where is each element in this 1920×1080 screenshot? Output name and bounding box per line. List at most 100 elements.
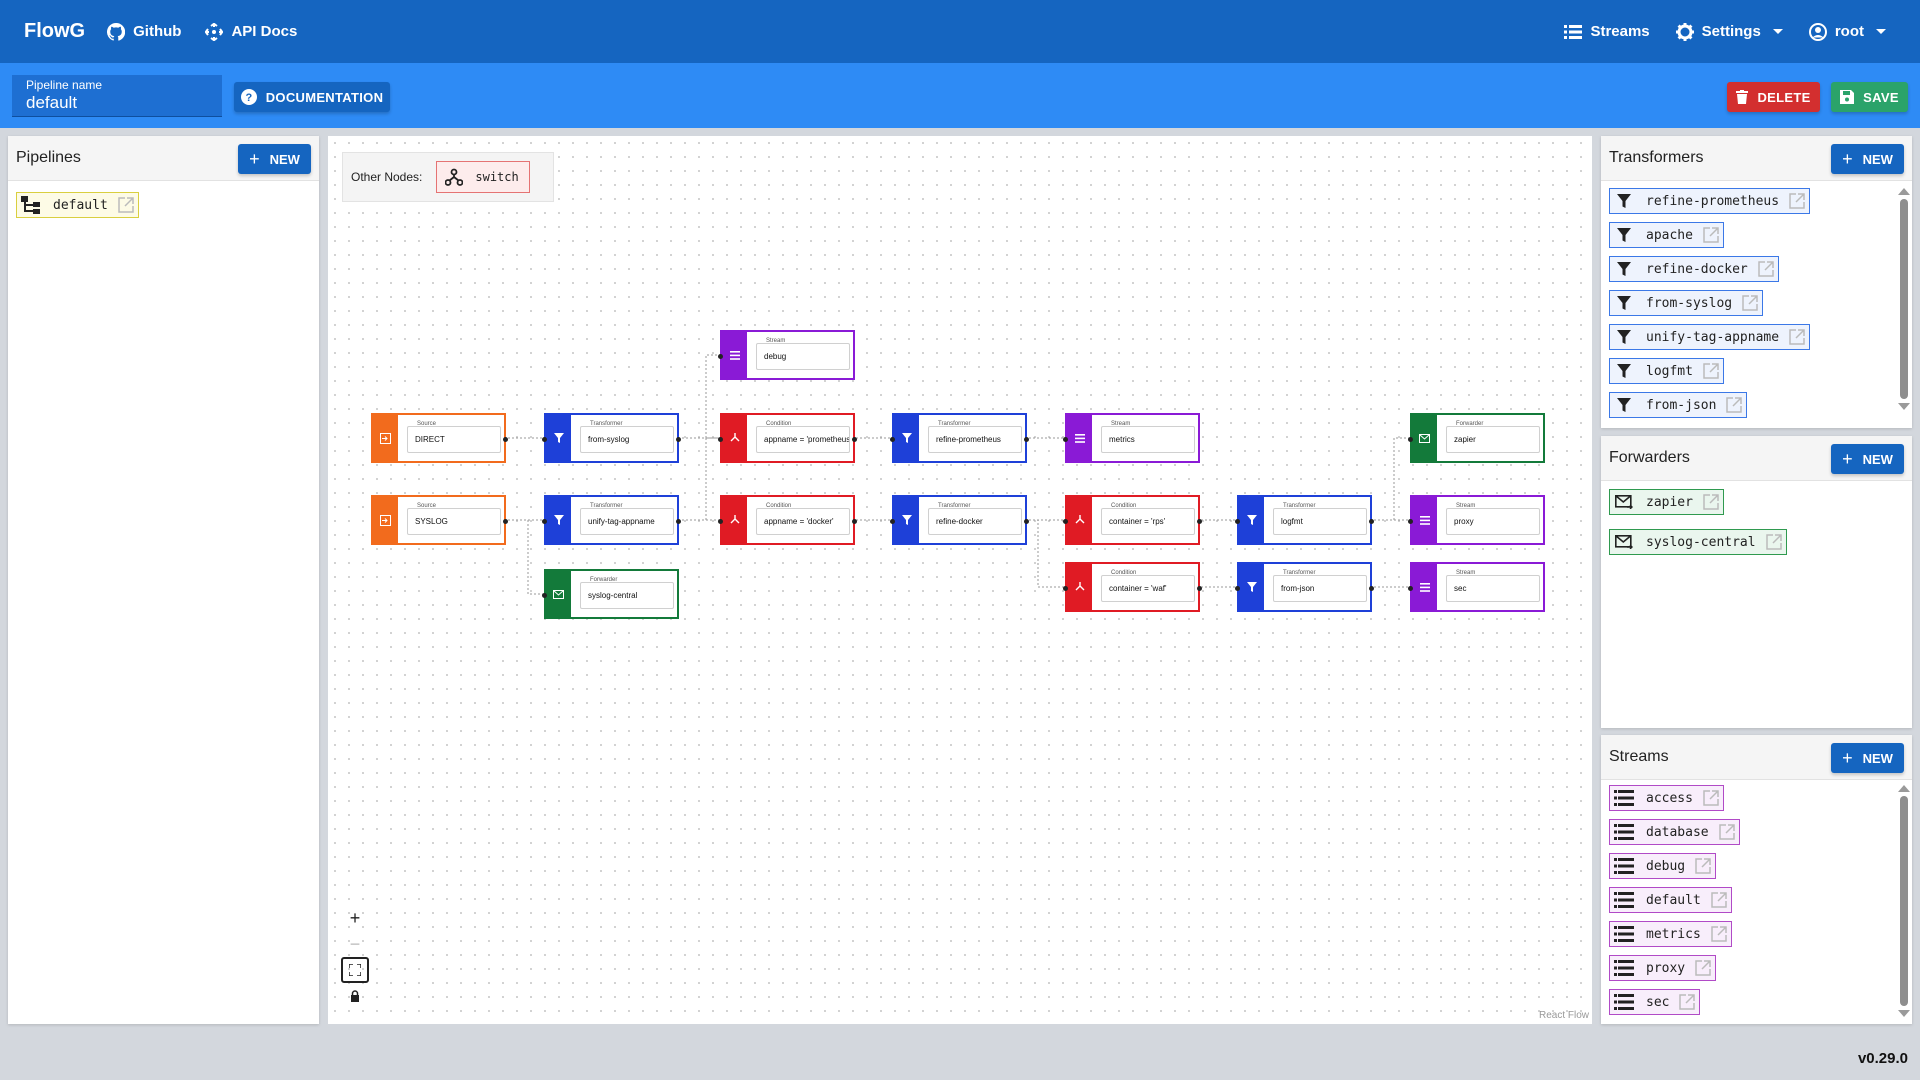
transformer-item[interactable]: from-json [1609, 392, 1748, 418]
flow-node[interactable]: Transformer from-json [1235, 562, 1374, 612]
flow-node[interactable]: Forwarder syslog-central [542, 569, 679, 619]
pipeline-name-field[interactable]: Pipeline name default [12, 75, 222, 117]
node-output-handle[interactable] [852, 437, 857, 442]
open-external-icon[interactable] [1726, 397, 1743, 413]
stream-item[interactable]: database [1609, 819, 1740, 845]
delete-button[interactable]: DELETE [1727, 82, 1820, 112]
github-link[interactable]: Github [107, 22, 181, 41]
open-external-icon[interactable] [1695, 960, 1711, 976]
flow-node[interactable]: Condition container = 'waf' [1063, 562, 1202, 612]
node-output-handle[interactable] [1024, 519, 1029, 524]
node-output-handle[interactable] [852, 519, 857, 524]
node-input-handle[interactable] [1408, 437, 1413, 442]
node-input-handle[interactable] [542, 593, 547, 598]
flow-node[interactable]: Transformer refine-prometheus [890, 413, 1029, 463]
open-external-icon[interactable] [118, 197, 134, 213]
node-input-handle[interactable] [718, 437, 723, 442]
streams-link[interactable]: Streams [1564, 23, 1650, 40]
node-input-handle[interactable] [1063, 586, 1068, 591]
open-external-icon[interactable] [1711, 892, 1727, 908]
node-input-handle[interactable] [1408, 586, 1413, 591]
scroll-thumb[interactable] [1900, 199, 1908, 399]
switch-node-chip[interactable]: switch [436, 161, 531, 193]
node-input-handle[interactable] [542, 519, 547, 524]
node-output-handle[interactable] [676, 437, 681, 442]
stream-item[interactable]: access [1609, 785, 1724, 811]
save-button[interactable]: SAVE [1831, 82, 1908, 112]
api-docs-link[interactable]: API Docs [205, 22, 297, 41]
app-title[interactable]: FlowG [24, 20, 86, 42]
settings-menu[interactable]: Settings [1675, 22, 1783, 41]
open-external-icon[interactable] [1742, 295, 1758, 311]
scroll-up-icon[interactable] [1898, 188, 1910, 195]
new-pipeline-button[interactable]: +NEW [238, 144, 311, 174]
node-input-handle[interactable] [1408, 519, 1413, 524]
transformer-item[interactable]: logfmt [1609, 358, 1724, 384]
node-input-handle[interactable] [1235, 586, 1240, 591]
node-output-handle[interactable] [503, 437, 508, 442]
open-external-icon[interactable] [1765, 534, 1782, 550]
forwarder-item[interactable]: syslog-central [1609, 529, 1787, 555]
flow-node[interactable]: Source DIRECT [371, 413, 508, 463]
stream-item[interactable]: default [1609, 887, 1732, 913]
node-input-handle[interactable] [542, 437, 547, 442]
node-output-handle[interactable] [1369, 519, 1374, 524]
flow-node[interactable]: Stream debug [718, 330, 855, 380]
pipeline-canvas[interactable]: Other Nodes: switch Source DIRECT Source… [328, 136, 1592, 1024]
stream-item[interactable]: proxy [1609, 955, 1717, 981]
open-external-icon[interactable] [1679, 994, 1696, 1010]
new-transformer-button[interactable]: +NEW [1831, 144, 1904, 174]
open-external-icon[interactable] [1711, 926, 1727, 942]
open-external-icon[interactable] [1703, 363, 1719, 379]
flow-node[interactable]: Source SYSLOG [371, 495, 508, 545]
open-external-icon[interactable] [1703, 227, 1719, 243]
zoom-in-icon[interactable]: + [349, 907, 361, 928]
flow-node[interactable]: Condition container = 'rps' [1063, 495, 1202, 545]
react-flow-attribution[interactable]: React Flow [1538, 1010, 1589, 1021]
flow-node[interactable]: Stream proxy [1408, 495, 1545, 545]
stream-item[interactable]: debug [1609, 853, 1717, 879]
transformer-item[interactable]: apache [1609, 222, 1724, 248]
documentation-button[interactable]: ? DOCUMENTATION [234, 82, 390, 112]
node-input-handle[interactable] [1063, 519, 1068, 524]
flow-node[interactable]: Forwarder zapier [1408, 413, 1545, 463]
user-menu[interactable]: root [1808, 22, 1886, 41]
open-external-icon[interactable] [1703, 494, 1719, 510]
flow-node[interactable]: Transformer refine-docker [890, 495, 1029, 545]
stream-item[interactable]: sec [1609, 989, 1701, 1015]
scroll-up-icon[interactable] [1898, 785, 1910, 792]
flow-node[interactable]: Transformer unify-tag-appname [542, 495, 681, 545]
flow-node[interactable]: Condition appname = 'docker' [718, 495, 857, 545]
node-input-handle[interactable] [1235, 519, 1240, 524]
open-external-icon[interactable] [1703, 790, 1719, 806]
node-output-handle[interactable] [503, 519, 508, 524]
transformer-item[interactable]: refine-prometheus [1609, 188, 1811, 214]
flow-node[interactable]: Transformer logfmt [1235, 495, 1374, 545]
flow-node[interactable]: Stream sec [1408, 562, 1545, 612]
streams-scrollbar[interactable] [1898, 785, 1910, 1017]
node-input-handle[interactable] [718, 354, 723, 359]
flow-node[interactable]: Transformer from-syslog [542, 413, 681, 463]
open-external-icon[interactable] [1695, 858, 1711, 874]
transformers-scrollbar[interactable] [1898, 188, 1910, 410]
open-external-icon[interactable] [1758, 261, 1774, 277]
forwarder-item[interactable]: zapier [1609, 489, 1724, 515]
node-input-handle[interactable] [718, 519, 723, 524]
stream-item[interactable]: metrics [1609, 921, 1732, 947]
node-output-handle[interactable] [676, 519, 681, 524]
flow-node[interactable]: Condition appname = 'prometheus' [718, 413, 857, 463]
pipeline-name-value[interactable]: default [26, 93, 78, 112]
node-output-handle[interactable] [1197, 586, 1202, 591]
scroll-down-icon[interactable] [1898, 1010, 1910, 1017]
open-external-icon[interactable] [1789, 329, 1805, 345]
transformer-item[interactable]: refine-docker [1609, 256, 1779, 282]
node-output-handle[interactable] [1024, 437, 1029, 442]
zoom-out-icon[interactable]: − [349, 933, 361, 954]
scroll-thumb[interactable] [1900, 796, 1908, 1006]
node-output-handle[interactable] [1369, 586, 1374, 591]
node-input-handle[interactable] [890, 519, 895, 524]
node-output-handle[interactable] [1197, 519, 1202, 524]
pipeline-item[interactable]: default [16, 192, 139, 218]
scroll-down-icon[interactable] [1898, 403, 1910, 410]
node-input-handle[interactable] [890, 437, 895, 442]
